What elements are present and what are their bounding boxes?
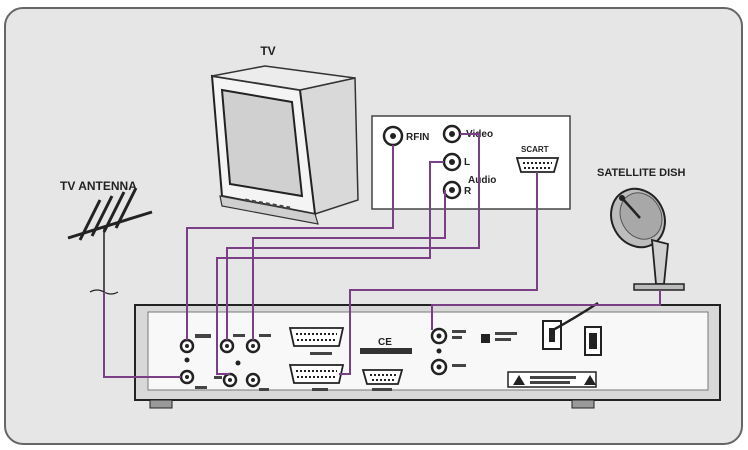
tv-screen (220, 88, 304, 198)
rfin-label: RFIN (406, 132, 429, 143)
scart-port-vcr (288, 327, 345, 347)
av-panel (371, 115, 571, 210)
scart-label: SCART (521, 145, 549, 154)
r-label: R (464, 186, 472, 197)
cable-antenna-rf-in (103, 292, 181, 378)
cable-lnb (431, 290, 661, 330)
cable-rf-out-tv (186, 145, 394, 340)
audio-label: Audio (468, 175, 496, 186)
cable-audio-r (252, 190, 446, 340)
satellite-dish (610, 187, 685, 291)
cable-video (226, 133, 480, 340)
tv-label: TV (260, 44, 275, 58)
l-label: L (464, 157, 470, 168)
ce-mark: CE (378, 337, 392, 348)
scart-port-tv (288, 364, 345, 384)
receiver-back-panel (134, 304, 721, 409)
serial-port (361, 369, 404, 385)
cable-audio-l (216, 161, 444, 375)
tv-set (210, 65, 359, 225)
connection-cables (103, 133, 661, 378)
scart-connector (515, 157, 560, 173)
satellite-dish-label: SATELLITE DISH (597, 167, 685, 179)
tv-antenna-label: TV ANTENNA (60, 179, 137, 193)
cable-scart (339, 172, 538, 375)
